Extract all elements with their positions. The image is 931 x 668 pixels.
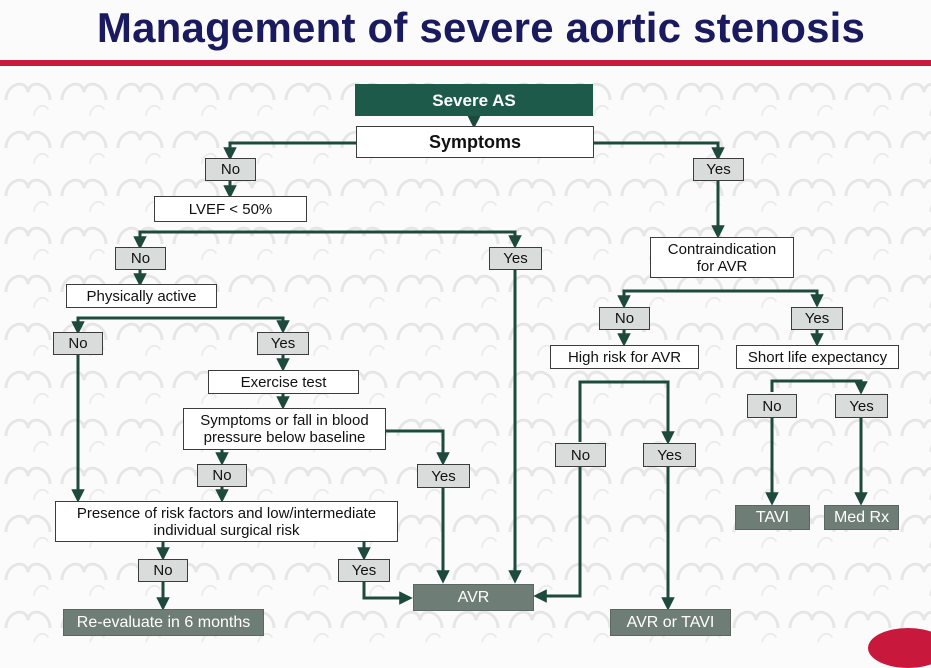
label-active-yes: Yes bbox=[257, 332, 309, 355]
arrow-symptoms-no bbox=[223, 141, 356, 161]
label-hr-yes: Yes bbox=[643, 443, 696, 467]
node-symptoms-bp: Symptoms or fall in blood pressure below… bbox=[183, 408, 386, 450]
label-lvef-no: No bbox=[115, 247, 166, 270]
node-avr: AVR bbox=[413, 584, 534, 611]
arrow-risk-yes-to-avr bbox=[362, 582, 413, 605]
corner-decoration bbox=[868, 628, 931, 668]
label-contra-no: No bbox=[599, 307, 650, 330]
node-risk-factors: Presence of risk factors and low/interme… bbox=[55, 501, 398, 542]
node-physically-active: Physically active bbox=[66, 284, 217, 308]
arrow-active-branches bbox=[76, 316, 290, 334]
title-divider bbox=[0, 60, 931, 66]
arrow-shortlife-branches bbox=[770, 379, 868, 395]
label-bp-yes: Yes bbox=[417, 464, 470, 488]
label-active-no: No bbox=[53, 332, 103, 355]
flowchart-arrows bbox=[71, 115, 868, 611]
node-symptoms: Symptoms bbox=[356, 126, 594, 158]
label-sl-yes: Yes bbox=[835, 394, 888, 418]
node-contraindication: Contraindication for AVR bbox=[650, 237, 794, 278]
label-risk-yes: Yes bbox=[338, 559, 390, 582]
node-exercise-test: Exercise test bbox=[208, 370, 359, 394]
label-hr-no: No bbox=[555, 443, 606, 467]
label-contra-yes: Yes bbox=[791, 307, 843, 330]
node-med-rx: Med Rx bbox=[824, 505, 899, 530]
node-severe-as: Severe AS bbox=[355, 84, 593, 116]
page-title: Management of severe aortic stenosis bbox=[96, 4, 866, 51]
label-symptoms-no: No bbox=[205, 158, 256, 181]
arrow-bp-yes bbox=[386, 429, 450, 466]
label-symptoms-yes: Yes bbox=[693, 158, 744, 181]
label-risk-no: No bbox=[138, 559, 188, 582]
node-lvef: LVEF < 50% bbox=[154, 196, 307, 222]
label-sl-no: No bbox=[747, 394, 797, 418]
arrow-highrisk-branches bbox=[578, 380, 675, 445]
arrow-lvef-branches bbox=[138, 230, 522, 249]
arrow-contra-branches bbox=[622, 289, 824, 308]
label-lvef-yes: Yes bbox=[489, 247, 542, 270]
label-bp-no: No bbox=[197, 464, 247, 487]
arrow-hr-no-to-avr bbox=[533, 467, 582, 603]
node-avr-or-tavi: AVR or TAVI bbox=[610, 609, 731, 636]
arrow-symptoms-yes bbox=[594, 141, 725, 161]
node-reevaluate: Re-evaluate in 6 months bbox=[63, 609, 264, 636]
node-tavi: TAVI bbox=[735, 505, 810, 530]
node-high-risk: High risk for AVR bbox=[550, 345, 699, 369]
node-short-life: Short life expectancy bbox=[736, 345, 899, 369]
